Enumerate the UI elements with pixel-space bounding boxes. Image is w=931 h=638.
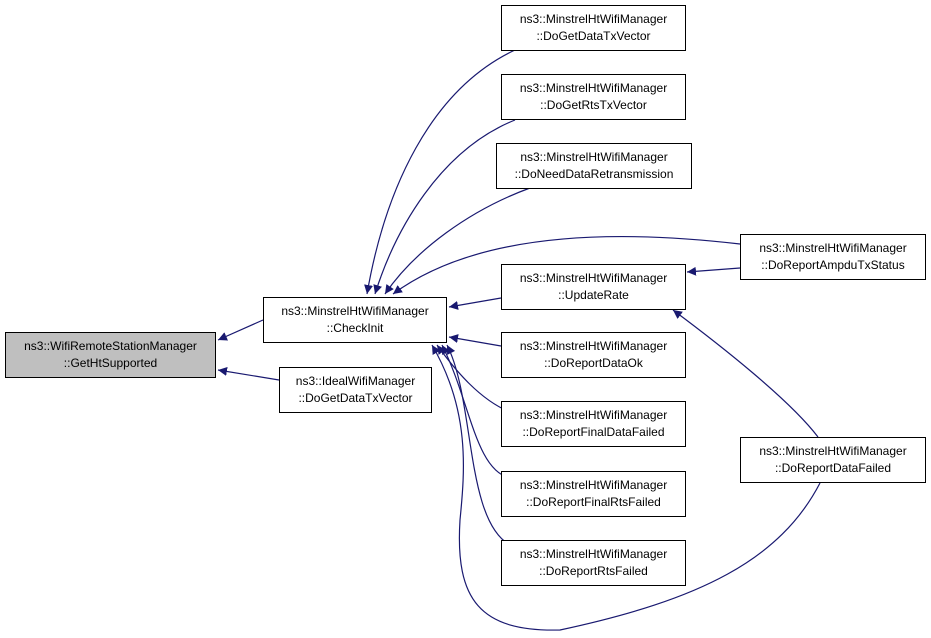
edge-datafailed-to-checkinit xyxy=(431,344,821,631)
node-minstrelht-doreportrtsfailed[interactable]: ns3::MinstrelHtWifiManager ::DoReportRts… xyxy=(501,540,686,586)
node-idealwifimanager-dogetdatatxvector[interactable]: ns3::IdealWifiManager ::DoGetDataTxVecto… xyxy=(279,367,432,413)
node-minstrelht-doreportdataok[interactable]: ns3::MinstrelHtWifiManager ::DoReportDat… xyxy=(501,332,686,378)
node-label-line1: ns3::MinstrelHtWifiManager xyxy=(520,150,668,164)
edge-ampdu-to-updaterate xyxy=(686,266,741,276)
node-label-line2: ::UpdateRate xyxy=(558,288,629,302)
node-label-line1: ns3::MinstrelHtWifiManager xyxy=(519,271,668,285)
node-label-line1: ns3::MinstrelHtWifiManager xyxy=(519,547,668,561)
node-label-line2: ::DoGetDataTxVector xyxy=(536,29,651,43)
node-label-line1: ns3::MinstrelHtWifiManager xyxy=(519,81,668,95)
node-label-line2: ::DoReportRtsFailed xyxy=(539,564,648,578)
node-label-line1: ns3::MinstrelHtWifiManager xyxy=(519,408,668,422)
node-label-line2: ::GetHtSupported xyxy=(63,356,158,370)
node-label-line2: ::DoReportDataFailed xyxy=(774,461,892,475)
edge-finalrts-to-checkinit xyxy=(441,344,511,479)
edge-getdata-to-checkinit xyxy=(364,49,516,295)
node-minstrelht-doreportfinaldatafailed[interactable]: ns3::MinstrelHtWifiManager ::DoReportFin… xyxy=(501,401,686,447)
node-label-line2: ::DoReportFinalDataFailed xyxy=(522,425,665,439)
node-minstrelht-doreportfinalrtsfailed[interactable]: ns3::MinstrelHtWifiManager ::DoReportFin… xyxy=(501,471,686,517)
node-label-line2: ::DoGetRtsTxVector xyxy=(540,98,647,112)
node-minstrelht-doreportampdutxstatus[interactable]: ns3::MinstrelHtWifiManager ::DoReportAmp… xyxy=(740,234,926,280)
edge-rtsfailed-to-checkinit xyxy=(446,344,511,546)
node-label-line2: ::DoReportDataOk xyxy=(544,356,643,370)
node-label-line2: ::DoReportFinalRtsFailed xyxy=(526,495,661,509)
node-label-line2: ::DoGetDataTxVector xyxy=(298,391,413,405)
edge-datafailed-to-updaterate xyxy=(672,309,819,438)
node-label-line1: ns3::MinstrelHtWifiManager xyxy=(759,444,907,458)
edge-reportok-to-checkinit xyxy=(448,334,502,347)
node-label-line1: ns3::MinstrelHtWifiManager xyxy=(759,241,907,255)
node-label-line1: ns3::WifiRemoteStationManager xyxy=(24,339,197,353)
edge-checkinit-to-root xyxy=(217,319,264,341)
node-minstrelht-updaterate[interactable]: ns3::MinstrelHtWifiManager ::UpdateRate xyxy=(501,264,686,310)
edge-needretx-to-checkinit xyxy=(384,187,531,295)
edge-ideal-to-root xyxy=(217,367,280,381)
node-label-line1: ns3::MinstrelHtWifiManager xyxy=(519,478,668,492)
edge-updaterate-to-checkinit xyxy=(448,297,502,310)
node-label-line1: ns3::MinstrelHtWifiManager xyxy=(281,304,429,318)
node-minstrelht-dogetdatatxvector[interactable]: ns3::MinstrelHtWifiManager ::DoGetDataTx… xyxy=(501,5,686,51)
edge-getrts-to-checkinit xyxy=(373,119,516,295)
node-minstrelht-doneeddataretransmission[interactable]: ns3::MinstrelHtWifiManager ::DoNeedDataR… xyxy=(496,143,692,189)
node-label-line1: ns3::MinstrelHtWifiManager xyxy=(519,339,668,353)
node-minstrelht-checkinit[interactable]: ns3::MinstrelHtWifiManager ::CheckInit xyxy=(263,297,447,343)
node-label-line1: ns3::IdealWifiManager xyxy=(295,374,416,388)
node-wifiremotestationmanager-gethtsupported[interactable]: ns3::WifiRemoteStationManager ::GetHtSup… xyxy=(5,332,216,378)
node-minstrelht-doreportdatafailed[interactable]: ns3::MinstrelHtWifiManager ::DoReportDat… xyxy=(740,437,926,483)
node-label-line2: ::CheckInit xyxy=(326,321,384,335)
node-label-line2: ::DoNeedDataRetransmission xyxy=(514,167,674,181)
edge-ampdu-to-checkinit xyxy=(392,235,741,295)
node-label-line2: ::DoReportAmpduTxStatus xyxy=(761,258,905,272)
node-minstrelht-dogetrtstxvector[interactable]: ns3::MinstrelHtWifiManager ::DoGetRtsTxV… xyxy=(501,74,686,120)
node-label-line1: ns3::MinstrelHtWifiManager xyxy=(519,12,668,26)
